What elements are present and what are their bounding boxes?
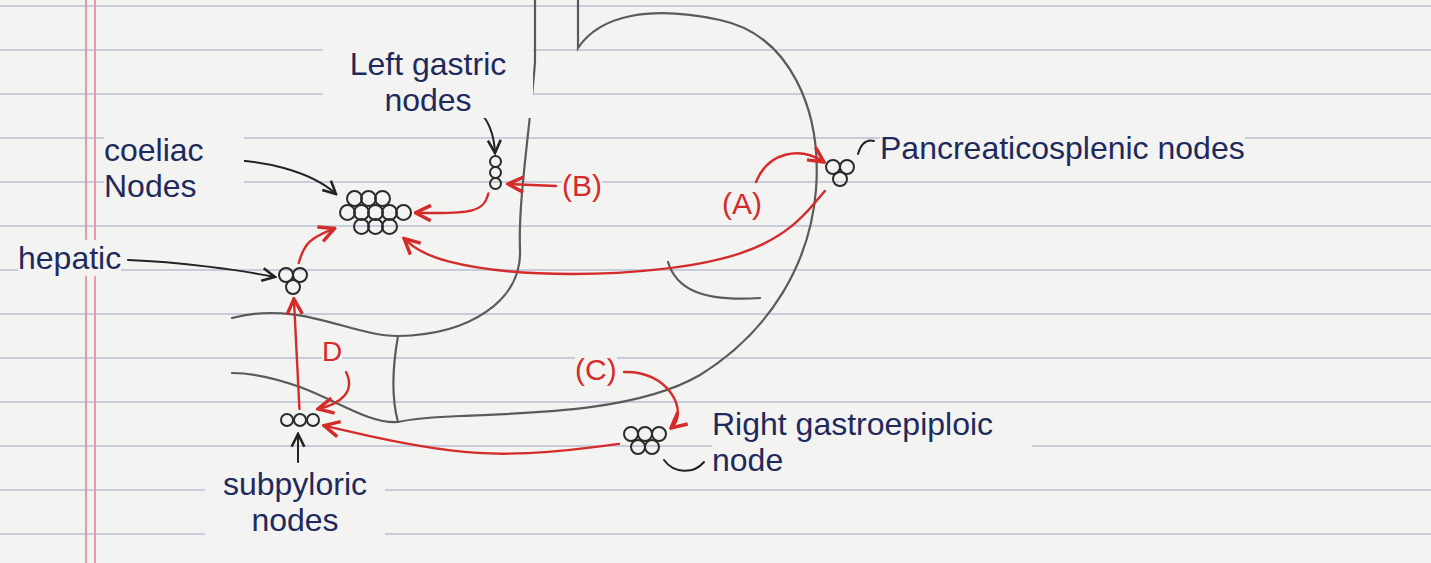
- lesser-curvature: [232, 0, 535, 336]
- node-label: Pancreaticosplenic nodes: [880, 130, 1245, 166]
- lymph-node-cluster: [622, 425, 668, 456]
- region-letter: (A): [722, 186, 762, 222]
- lymph-drainage-arrow: [416, 194, 489, 214]
- drainage-arrow: [756, 153, 824, 182]
- lymph-node-group: Right gastroepiploic node: [618, 402, 1036, 482]
- region-letter: (B): [562, 168, 602, 204]
- leader-line: [478, 112, 495, 153]
- lymph-node-cluster: [338, 189, 413, 236]
- lymph-node-cluster: [277, 266, 309, 296]
- node-label: Right gastroepiploic node: [712, 406, 1032, 478]
- node-label: coeliac Nodes: [104, 132, 244, 204]
- drainage-arrow: [508, 184, 556, 186]
- lymph-node-group: coeliac Nodes: [100, 128, 417, 240]
- pyloric-sphincter: [394, 336, 399, 422]
- lymph-drainage-arrow: [324, 426, 619, 454]
- node-label: hepatic: [18, 240, 121, 276]
- node-label: Left gastric nodes: [323, 46, 533, 118]
- greater-curvature: [232, 0, 817, 422]
- lymph-drainage-arrow: [299, 228, 335, 263]
- lymph-drainage-arrow: [294, 299, 300, 409]
- lymph-node-group: Pancreaticosplenic nodes: [820, 126, 1249, 192]
- lymph-node-cluster: [824, 158, 856, 188]
- leader-tick: [664, 460, 704, 471]
- node-label: subpyloric nodes: [205, 466, 385, 538]
- lymph-node-group: Left gastric nodes: [319, 42, 537, 195]
- lymph-node-group: hepatic: [14, 236, 313, 300]
- leader-line: [128, 260, 275, 277]
- leader-line: [297, 434, 299, 462]
- drainage-arrow: [318, 372, 349, 409]
- leader-tick: [858, 141, 874, 154]
- lymph-node-cluster: [488, 154, 503, 191]
- region-letter: D: [322, 334, 342, 370]
- lymph-node-group: subpyloric nodes: [201, 408, 389, 542]
- lymph-node-cluster: [279, 412, 321, 428]
- drainage-arrow: [624, 372, 678, 428]
- region-letter: (C): [575, 352, 617, 388]
